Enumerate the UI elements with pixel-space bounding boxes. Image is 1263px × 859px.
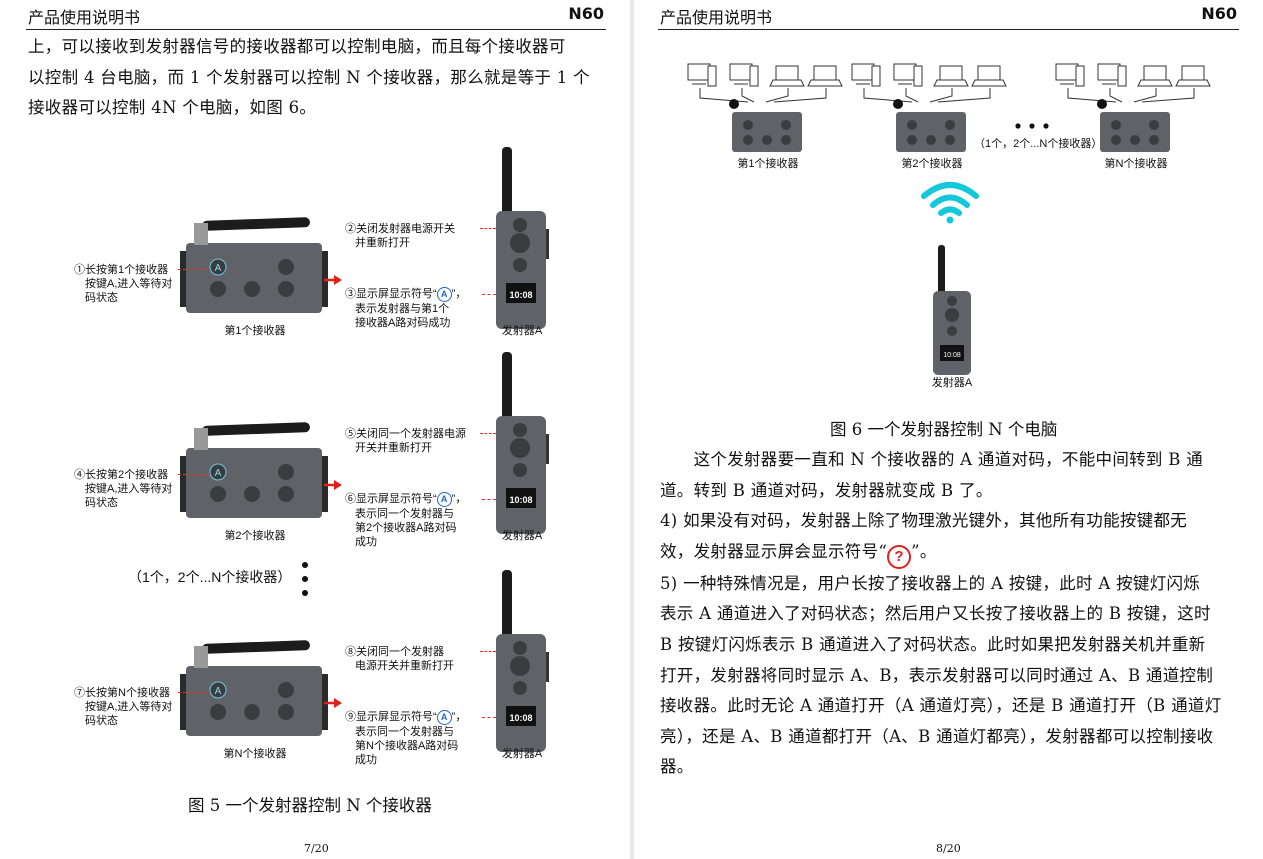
transmitter-device: 10:08 <box>933 245 971 375</box>
computer-group-icon <box>851 63 1007 103</box>
leader-line <box>178 269 210 270</box>
red-arrow-icon <box>324 698 342 708</box>
button-a-label: A <box>215 263 222 274</box>
transmitter-device: 10:08 <box>496 352 549 534</box>
horizontal-ellipsis-icon <box>1015 123 1049 129</box>
paragraph-line: 表示 A 通道进入了对码状态；然后用户又长按了接收器上的 B 按键，这时 <box>660 604 1211 624</box>
leader-line <box>482 499 496 500</box>
figure-5-caption: 图 5 一个发射器控制 N 个接收器 <box>188 796 432 815</box>
page-number-right: 8/20 <box>936 842 961 855</box>
receiver-label: 第N个接收器 <box>1104 158 1168 170</box>
hold-instruction: ⑦长按第N个接收器按键A,进入等待对码状态 <box>74 687 173 727</box>
hold-instruction: ①长按第1个接收器按键A,进入等待对码状态 <box>74 264 173 304</box>
display-instruction: ⑥显示屏显示符号“A”，表示同一个发射器与第2个接收器A路对码成功 <box>345 492 467 548</box>
leader-line <box>482 717 496 718</box>
paragraph-line: 效，发射器显示屏会显示符号“?”。 <box>660 537 1245 569</box>
question-mark-icon: ? <box>887 544 912 569</box>
transmitter-device: 10:08 <box>496 147 549 329</box>
red-arrow-icon <box>324 275 342 285</box>
header-rule <box>26 29 606 30</box>
channel-a-icon: A <box>436 287 452 302</box>
paragraph-line: 接收器。此时无论 A 通道打开（A 通道灯亮），还是 B 通道打开（B 通道灯 <box>660 696 1222 716</box>
leader-line <box>482 294 496 295</box>
receiver-label: 第2个接收器 <box>224 530 286 542</box>
transmitter-label: 发射器A <box>501 748 543 760</box>
receiver-device: A <box>180 217 328 313</box>
transmitter-label: 发射器A <box>501 325 543 337</box>
paragraph-line: 这个发射器要一直和 N 个接收器的 A 通道对码，不能中间转到 B 通 <box>660 450 1204 469</box>
computer-group-icon <box>1055 63 1211 103</box>
paragraph-line: 4) 如果没有对码，发射器上除了物理激光键外，其他所有功能按键都无 <box>660 511 1188 531</box>
middle-note: （1个，2个...N个接收器） <box>974 138 1103 150</box>
display-instruction: ⑨显示屏显示符号“A”，表示同一个发射器与第N个接收器A路对码成功 <box>345 710 467 766</box>
leader-line <box>178 692 210 693</box>
hold-instruction: ④长按第2个接收器按键A,进入等待对码状态 <box>74 469 173 509</box>
transmitter-label: 发射器A <box>501 530 543 542</box>
receiver-label: 第2个接收器 <box>901 158 963 170</box>
paragraph-line: B 按键灯闪烁表示 B 通道进入了对码状态。此时如果把发射器关机并重新 <box>660 634 1206 654</box>
receiver-device <box>893 99 966 152</box>
computer-group-icon <box>687 63 843 103</box>
leader-line <box>480 651 496 652</box>
button-a-label: A <box>215 686 222 697</box>
display-instruction: ③显示屏显示符号“A”，表示发射器与第1个接收器A路对码成功 <box>345 287 467 329</box>
page-number-left: 7/20 <box>304 842 329 855</box>
power-cycle-instruction: ②关闭发射器电源开关并重新打开 <box>345 223 455 249</box>
header-title: 产品使用说明书 <box>28 8 141 27</box>
receiver-device <box>729 99 802 152</box>
receivers-ellipsis-note: （1个，2个...N个接收器） <box>128 569 292 585</box>
red-arrow-icon <box>324 480 342 490</box>
channel-a-icon: A <box>436 710 452 725</box>
receiver-label: 第1个接收器 <box>737 158 799 170</box>
leader-line <box>480 228 496 229</box>
paragraph-line: 器。 <box>660 757 694 777</box>
screen-time: 10:08 <box>943 352 961 359</box>
screen-time: 10:08 <box>509 713 532 723</box>
page-left: 产品使用说明书 N60 上，可以接收到发射器信号的接收器都可以控制电脑，而且每个… <box>0 0 630 859</box>
paragraph-line: 道。转到 B 通道对码，发射器就变成 B 了。 <box>660 480 993 500</box>
screen-time: 10:08 <box>509 290 532 300</box>
wifi-icon <box>921 182 979 224</box>
paragraph-line: 5) 一种特殊情况是，用户长按了接收器上的 A 按键，此时 A 按键灯闪烁 <box>660 573 1201 593</box>
power-cycle-instruction: ⑧关闭同一个发射器电源开关并重新打开 <box>345 646 454 672</box>
leader-line <box>480 433 496 434</box>
intro-paragraph: 上，可以接收到发射器信号的接收器都可以控制电脑，而且每个接收器可 以控制 4 台… <box>28 37 590 118</box>
header-title: 产品使用说明书 <box>660 8 773 27</box>
header-rule <box>658 29 1239 30</box>
body-text: 这个发射器要一直和 N 个接收器的 A 通道对码，不能中间转到 B 通 道。转到… <box>660 445 1245 783</box>
power-cycle-instruction: ⑤关闭同一个发射器电源开关并重新打开 <box>345 428 466 454</box>
leader-line <box>178 474 210 475</box>
transmitter-device: 10:08 <box>496 570 549 752</box>
channel-a-icon: A <box>436 492 452 507</box>
receiver-device <box>1097 99 1170 152</box>
receiver-label: 第N个接收器 <box>223 748 287 760</box>
header-model: N60 <box>1201 4 1237 23</box>
screen-time: 10:08 <box>509 495 532 505</box>
transmitter-label: 发射器A <box>931 377 973 389</box>
paragraph-line: 亮），还是 A、B 通道都打开（A、B 通道灯都亮），发射器都可以控制接收 <box>660 726 1214 746</box>
receiver-label: 第1个接收器 <box>224 325 286 337</box>
button-a-label: A <box>215 468 222 479</box>
paragraph-line: 打开，发射器将同时显示 A、B，表示发射器可以同时通过 A、B 通道控制 <box>660 665 1214 685</box>
receiver-device: A <box>180 640 328 736</box>
header-model: N60 <box>568 4 604 23</box>
figure-6-caption: 图 6 一个发射器控制 N 个电脑 <box>830 420 1058 439</box>
vertical-ellipsis-icon <box>302 562 308 596</box>
receiver-device: A <box>180 422 328 518</box>
